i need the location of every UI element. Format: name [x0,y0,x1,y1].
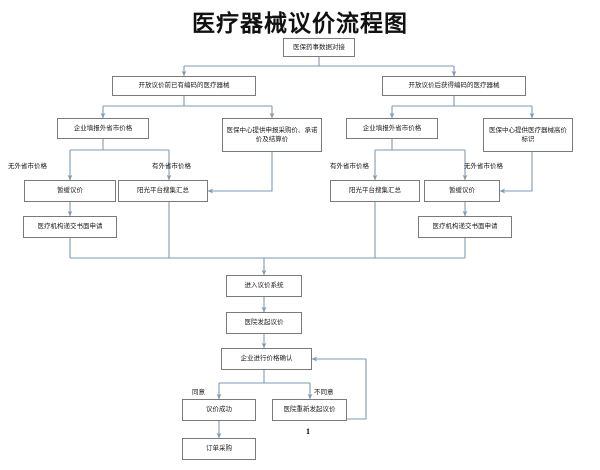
node-left-center-provide[interactable]: 医保中心提供申报采购价、承诺价及结算价 [222,118,322,152]
node-enter-system[interactable]: 进入议价系统 [226,275,302,297]
edge-label-left-has-price: 有外省市价格 [152,163,191,170]
node-root[interactable]: 医保药事数据对接 [283,38,355,57]
edge-label-right-has-price: 有外省市价格 [330,163,369,170]
node-right-platform[interactable]: 阳光平台搜集汇总 [330,180,420,202]
edge-label-right-no-price: 无外省市价格 [464,163,503,170]
edge-label-disagree: 不同意 [314,389,334,396]
node-left-platform[interactable]: 阳光平台搜集汇总 [118,180,208,202]
node-enterprise-confirm[interactable]: 企业进行价格确认 [221,348,312,370]
node-right-written-apply[interactable]: 医疗机构递交书面申请 [418,216,512,238]
node-left-written-apply[interactable]: 医疗机构递交书面申请 [23,216,117,238]
node-left-fill-price[interactable]: 企业填报外省市价格 [57,118,149,139]
node-left-branch[interactable]: 开放议价前已有编码的医疗器械 [112,76,256,96]
node-hospital-initiate[interactable]: 医院发起议价 [226,312,302,334]
edge-label-left-no-price: 无外省市价格 [8,163,47,170]
node-right-branch[interactable]: 开放议价后获得编码的医疗器械 [382,76,526,96]
node-right-delay[interactable]: 暂缓议价 [424,180,500,202]
node-right-fill-price[interactable]: 企业填报外省市价格 [346,118,438,139]
node-order-purchase[interactable]: 订单采购 [182,438,256,460]
node-hospital-reinitiate[interactable]: 医院重新发起议价 [272,399,347,421]
page-number: 1 [306,427,310,436]
edge-label-agree: 同意 [192,389,205,396]
node-negotiation-success[interactable]: 议价成功 [182,399,256,421]
node-left-delay[interactable]: 暂缓议价 [24,180,116,202]
node-right-center-mark[interactable]: 医保中心提供医疗器械高价标识 [483,118,573,152]
page-title: 医疗器械议价流程图 [192,11,408,36]
